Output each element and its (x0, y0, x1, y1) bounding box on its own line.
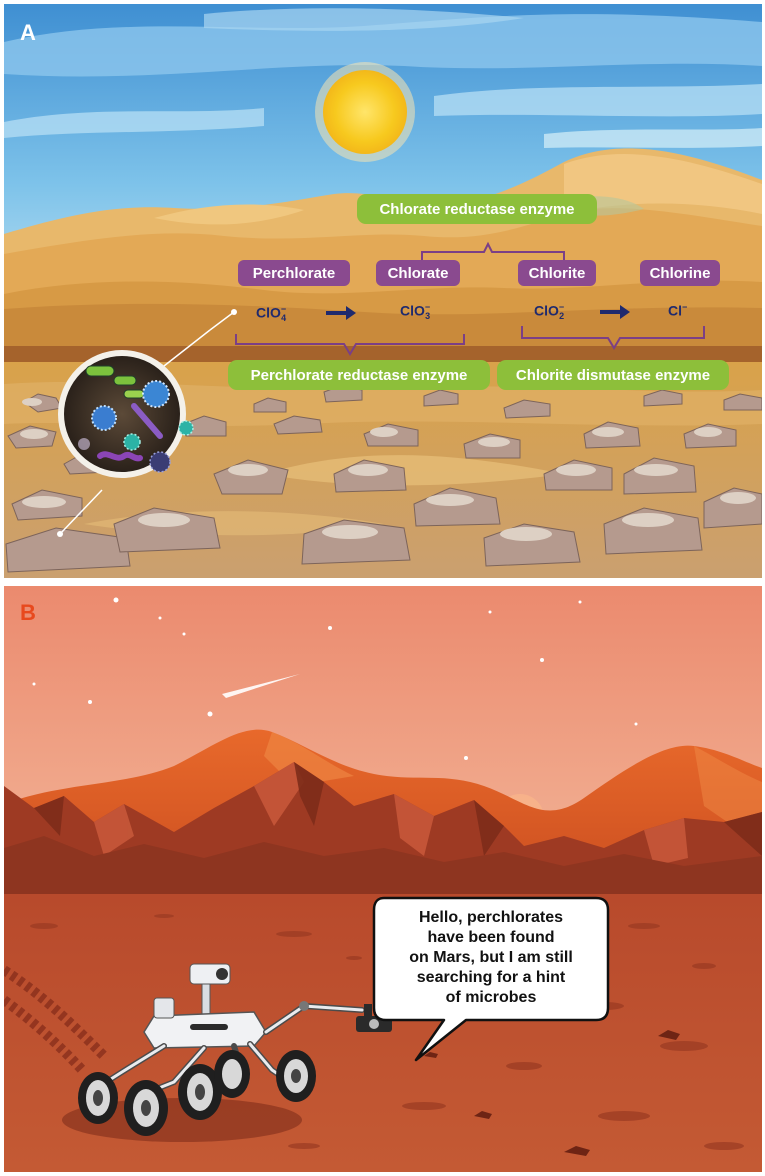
panel-label-b: B (20, 600, 36, 625)
panel-a-desert-scene: A Chlorate reductase enzyme Perchlorate … (4, 4, 762, 578)
formula-perchlorate: ClO−4 (256, 304, 287, 324)
formula-chlorite: ClO−2 (534, 302, 565, 322)
mars-illustration (4, 586, 762, 1172)
speech-line: Hello, perchlorates (418, 909, 564, 926)
perchlorate-reductase-label: Perchlorate reductase enzyme (228, 360, 490, 390)
panel-b-mars-scene: B Hello, perchlorates have been found on… (4, 586, 762, 1172)
rover (78, 963, 392, 1136)
chlorate-reductase-label: Chlorate reductase enzyme (357, 194, 597, 224)
speech-line: of microbes (445, 989, 537, 1006)
speech-bubble (372, 896, 610, 1062)
speech-bubble-text: Hello, perchlorates have been found on M… (380, 908, 602, 1008)
speech-line: have been found (427, 929, 555, 946)
desert-illustration (4, 4, 762, 578)
compound-label-chlorate: Chlorate (376, 260, 460, 286)
formula-chlorate: ClO−3 (400, 302, 431, 322)
chlorite-dismutase-label: Chlorite dismutase enzyme (497, 360, 729, 390)
microbe-inset (58, 350, 194, 478)
compound-label-chlorite: Chlorite (518, 260, 596, 286)
formula-chloride: Cl− (668, 302, 688, 319)
compound-label-perchlorate: Perchlorate (238, 260, 350, 286)
compound-label-chlorine: Chlorine (640, 260, 720, 286)
speech-line: searching for a hint (416, 969, 566, 986)
speech-line: on Mars, but I am still (409, 949, 573, 966)
panel-label-a: A (20, 20, 36, 45)
